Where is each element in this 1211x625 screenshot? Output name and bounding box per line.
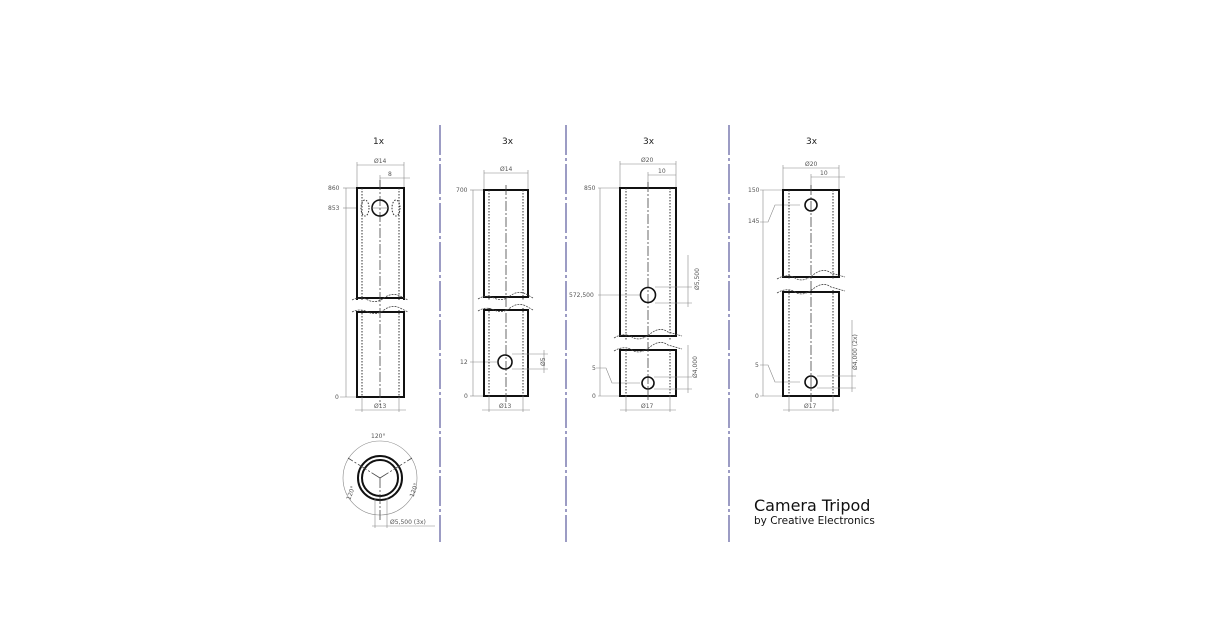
view-3-low-hole-diameter: Ø4,000 — [692, 356, 699, 378]
view-4-top-hole-height: 145 — [748, 218, 760, 225]
view-3-tube: 3x Ø20 10 850 572,500 5 0 Ø5,500 — [569, 137, 701, 412]
view-4-bottom-level: 0 — [755, 393, 759, 400]
view-2-top-diameter: Ø14 — [500, 166, 513, 173]
section-angle-top: 120° — [371, 433, 385, 440]
view-3-top-diameter: Ø20 — [641, 157, 654, 164]
view-4-offset: 10 — [820, 170, 828, 177]
view-1-quantity: 1x — [373, 137, 385, 147]
view-3-offset: 10 — [658, 168, 666, 175]
view-2-height-top: 700 — [456, 187, 468, 194]
view-2-quantity: 3x — [502, 137, 514, 147]
view-1-tube: 1x Ø14 8 860 853 0 Ø13 — [328, 137, 410, 412]
view-2-hole-diameter: Ø5 — [540, 357, 547, 366]
view-3-low-hole-height: 5 — [592, 365, 596, 372]
section-view: 120° 120° 120° Ø5,500 (3x) — [342, 433, 435, 528]
view-1-offset: 8 — [388, 171, 392, 178]
view-3-bottom-diameter: Ø17 — [641, 403, 654, 410]
view-2-tube: 3x Ø14 700 12 0 Ø5 Ø13 — [456, 137, 548, 412]
section-hole-diameter: Ø5,500 (3x) — [390, 519, 426, 526]
view-2-bottom-diameter: Ø13 — [499, 403, 512, 410]
section-angle-right: 120° — [409, 482, 421, 498]
drawing-subtitle: by Creative Electronics — [754, 515, 875, 527]
view-1-bottom-diameter: Ø13 — [374, 403, 387, 410]
view-2-hole-height: 12 — [460, 359, 468, 366]
view-4-top-diameter: Ø20 — [805, 161, 818, 168]
view-2-bottom-level: 0 — [464, 393, 468, 400]
view-1-hole-height: 853 — [328, 205, 340, 212]
view-3-bottom-level: 0 — [592, 393, 596, 400]
view-4-quantity: 3x — [806, 137, 818, 147]
view-3-quantity: 3x — [643, 137, 655, 147]
view-4-low-hole-height: 5 — [755, 362, 759, 369]
view-4-hole-diameter: Ø4,000 (2x) — [852, 334, 859, 370]
view-4-tube: 3x Ø20 10 150 145 5 0 Ø4,000 (2x) — [748, 137, 859, 412]
view-4-height-top: 150 — [748, 187, 760, 194]
view-3-height-top: 850 — [584, 185, 596, 192]
title-block: Camera Tripod by Creative Electronics — [754, 497, 875, 528]
view-4-bottom-diameter: Ø17 — [804, 403, 817, 410]
view-3-mid-hole-height: 572,500 — [569, 292, 594, 299]
section-angle-left: 120° — [345, 485, 357, 501]
view-1-bottom-level: 0 — [335, 394, 339, 401]
view-1-height-top: 860 — [328, 185, 340, 192]
drawing-title: Camera Tripod — [754, 496, 871, 515]
view-3-mid-hole-diameter: Ø5,500 — [694, 268, 701, 290]
view-1-top-diameter: Ø14 — [374, 158, 387, 165]
